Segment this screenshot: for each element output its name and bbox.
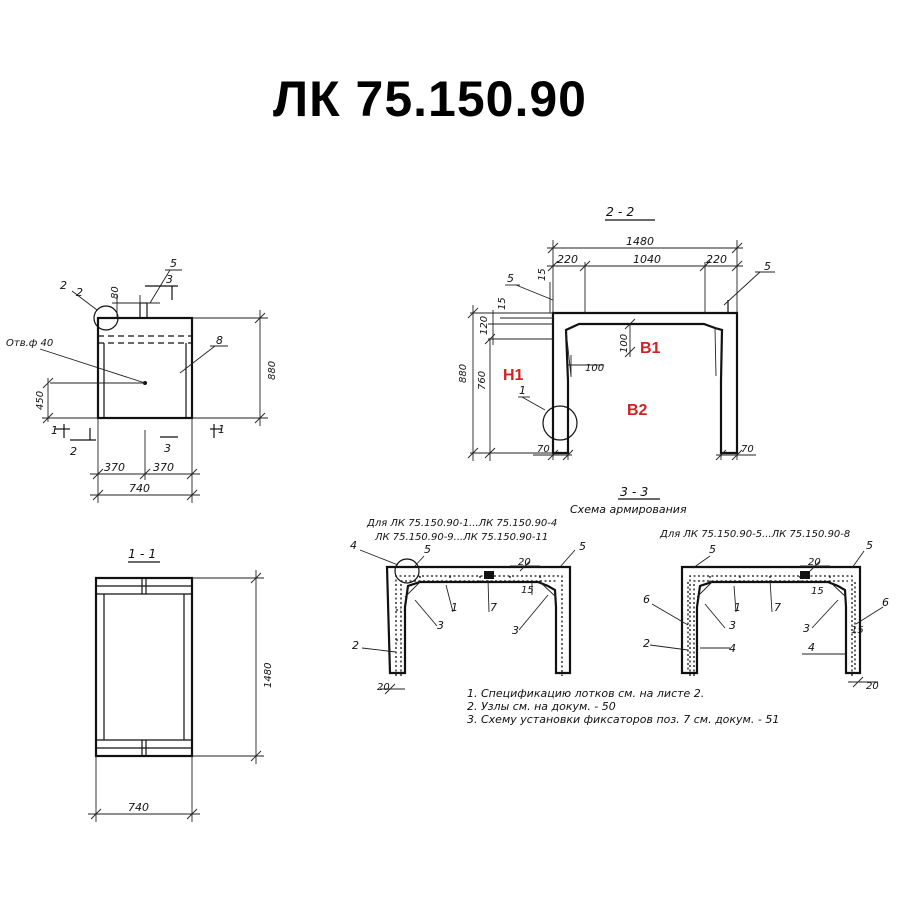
callout-2: 2 [60,279,67,292]
section-mark-1-left: 1 [51,424,58,437]
dim-450: 450 [35,391,46,410]
dim-1480-vertical: 1480 [263,663,274,688]
right-scheme-caption: Для ЛК 75.150.90-5...ЛК 75.150.90-8 [659,529,850,540]
callout-4-right-b: 4 [808,641,815,654]
dim-760: 760 [477,371,488,390]
section-3-3-label: 3 - 3 [620,484,648,499]
dim-20-right-bottom: 20 [866,681,879,692]
callout-3-right-b: 3 [803,622,810,635]
front-view [39,269,268,503]
section-1-1-label: 1 - 1 [128,546,156,561]
dim-100-vertical: 100 [619,334,630,353]
dim-370-right: 370 [153,461,174,474]
callout-6-right-a: 6 [643,593,650,606]
note-3: 3. Схему установки фиксаторов поз. 7 см.… [467,713,779,726]
dim-1040: 1040 [633,253,661,266]
marker-b1: B1 [640,340,661,357]
section-mark-2-bottom: 2 [70,445,77,458]
dim-370-left: 370 [104,461,125,474]
callout-5: 5 [170,257,177,270]
dim-740-plan: 740 [128,801,149,814]
dim-15-top: 15 [537,268,548,281]
callout-7-left: 7 [490,601,497,614]
dim-15-side: 15 [497,297,508,310]
section-mark-2-top: 2 [76,286,83,299]
dim-220-right: 220 [706,253,727,266]
dim-100-horizontal: 100 [585,363,604,374]
callout-3-left-b: 3 [512,624,519,637]
dim-740: 740 [129,482,150,495]
dim-1480: 1480 [626,235,654,248]
callout-5-right-a: 5 [709,543,716,556]
callout-5-left-b: 5 [579,540,586,553]
dim-15-right-a: 15 [811,586,824,597]
dim-880-section: 880 [458,364,469,383]
dim-15-right-b: 15 [851,625,864,636]
dim-120: 120 [479,316,490,335]
section-1-1 [88,561,264,822]
callout-1: 1 [519,384,526,397]
callout-2-right: 2 [643,637,650,650]
hole-label: Отв.ф 40 [6,338,53,349]
left-scheme-caption-1: Для ЛК 75.150.90-1...ЛК 75.150.90-4 [366,518,557,529]
callout-3-right-a: 3 [729,619,736,632]
dim-20-left-bottom: 20 [377,682,390,693]
callout-7-right: 7 [774,601,781,614]
reinforcement-scheme-title: Схема армирования [570,503,687,516]
dim-20-left: 20 [518,557,531,568]
section-mark-1-right: 1 [218,423,225,436]
page-title: ЛК 75.150.90 [273,71,587,127]
callout-1-right: 1 [734,601,741,614]
callout-4-right-a: 4 [729,642,736,655]
callout-4: 4 [350,539,357,552]
callout-3-left-a: 3 [437,619,444,632]
section-mark-3-bottom: 3 [164,442,171,455]
dim-880: 880 [267,361,278,380]
section-2-2 [467,219,775,461]
callout-6-right-b: 6 [882,596,889,609]
note-1: 1. Спецификацию лотков см. на листе 2. [467,687,704,700]
callout-5-right-b: 5 [866,539,873,552]
section-mark-3-top: 3 [166,273,173,286]
note-2: 2. Узлы см. на докум. - 50 [467,700,616,713]
callout-2-left: 2 [352,639,359,652]
marker-b2: B2 [627,402,648,419]
dim-15-left: 15 [521,585,534,596]
callout-8: 8 [216,334,223,347]
dim-70-left: 70 [537,444,550,455]
callout-5-left: 5 [507,272,514,285]
callout-1-left: 1 [451,601,458,614]
callout-5-left-a: 5 [424,543,431,556]
callout-5-right: 5 [764,260,771,273]
dim-20-right: 20 [808,557,821,568]
dim-220-left: 220 [557,253,578,266]
marker-h1: H1 [503,367,524,384]
section-2-2-label: 2 - 2 [606,204,634,219]
left-scheme-caption-2: ЛК 75.150.90-9...ЛК 75.150.90-11 [374,532,548,543]
reinforcement-right [649,550,884,688]
dim-80: 80 [110,286,121,299]
reinforcement-left [359,549,576,695]
dim-70-right: 70 [741,444,754,455]
